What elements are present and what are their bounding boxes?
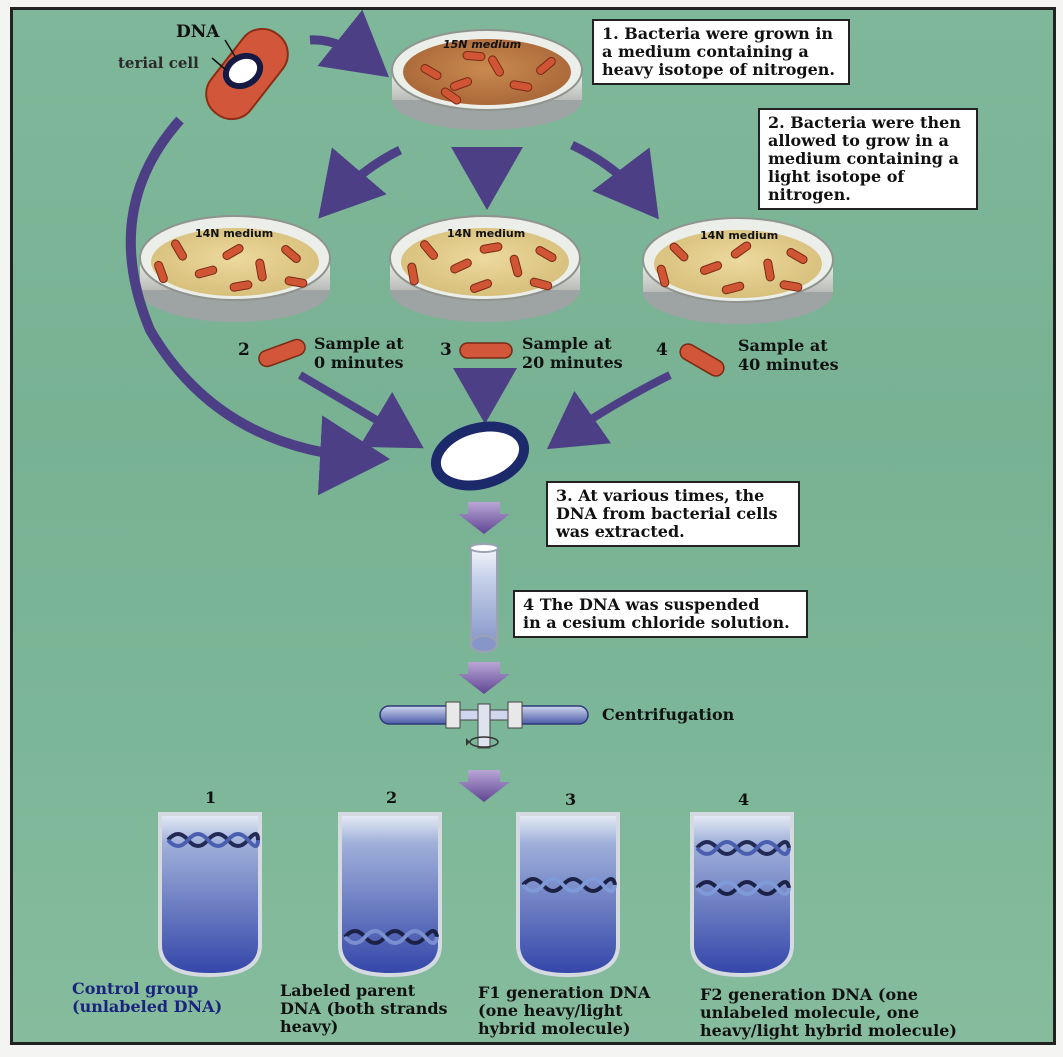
caption-line: F2 generation DNA (one xyxy=(700,985,918,1004)
caption-line: heavy/light hybrid molecule) xyxy=(700,1021,957,1040)
step1-line: a medium containing a xyxy=(602,42,809,61)
step3-line: was extracted. xyxy=(556,522,685,541)
caption-line: (unlabeled DNA) xyxy=(72,997,223,1016)
arrow-cell-to-dish xyxy=(309,9,390,78)
step2-line: allowed to grow in a xyxy=(768,131,949,150)
sample1-line: 0 minutes xyxy=(314,353,404,372)
arrow-sample1-to-dna xyxy=(297,371,424,449)
step4-line: 4 The DNA was suspended xyxy=(523,595,760,614)
sample2-line: Sample at xyxy=(522,334,612,353)
arrow-cell-to-dna xyxy=(125,116,390,496)
test-tube-1 xyxy=(158,812,262,978)
caption-line: (one heavy/light xyxy=(478,1001,623,1020)
down-arrow-1 xyxy=(458,502,510,534)
dna-ring xyxy=(430,421,530,491)
centrifugation-label: Centrifugation xyxy=(602,705,735,724)
step4-box: 4 The DNA was suspended in a cesium chlo… xyxy=(513,590,808,638)
step3-box: 3. At various times, the DNA from bacter… xyxy=(546,481,800,547)
light-medium-label-2: 14N medium xyxy=(447,227,526,240)
sample3-line: Sample at xyxy=(738,336,828,355)
caption-line: F1 generation DNA xyxy=(478,983,651,1002)
caption-line: Labeled parent xyxy=(280,981,416,1000)
sample2-line: 20 minutes xyxy=(522,353,623,372)
dna-band-tube1 xyxy=(166,832,260,848)
step1-line: 1. Bacteria were grown in xyxy=(602,24,834,43)
step2-line: medium containing a xyxy=(768,149,959,168)
sample-bacterium-3 xyxy=(679,343,725,377)
bacteria-in-light-dishes xyxy=(154,239,808,295)
bacterial-cell-label: terial cell xyxy=(118,54,199,72)
sample1-number: 2 xyxy=(238,340,250,360)
step2-line: 2. Bacteria were then xyxy=(768,113,961,132)
sample-bacterium-2 xyxy=(459,342,513,359)
tube1-caption: Control group (unlabeled DNA) xyxy=(72,980,222,1016)
step2-line: light isotope of xyxy=(768,167,905,186)
arrow-sample3-to-dna xyxy=(546,371,672,450)
dna-band-tube4-upper xyxy=(695,840,791,856)
tube4-caption: F2 generation DNA (one unlabeled molecul… xyxy=(700,986,957,1040)
step1-line: heavy isotope of nitrogen. xyxy=(602,60,835,79)
down-arrow-2 xyxy=(458,662,510,694)
sample3-label: Sample at 40 minutes xyxy=(738,336,839,374)
dna-band-tube2 xyxy=(343,929,439,945)
light-medium-label-1: 14N medium xyxy=(195,227,274,240)
step4-line: in a cesium chloride solution. xyxy=(523,613,790,632)
test-tube-2 xyxy=(338,812,442,978)
sample2-label: Sample at 20 minutes xyxy=(522,334,623,372)
dna-band-tube3 xyxy=(521,877,617,893)
step3-line: DNA from bacterial cells xyxy=(556,504,778,523)
caption-line: unlabeled molecule, one xyxy=(700,1003,920,1022)
tube2-caption: Labeled parent DNA (both strands heavy) xyxy=(280,982,448,1036)
step1-box: 1. Bacteria were grown in a medium conta… xyxy=(592,19,850,85)
step3-line: 3. At various times, the xyxy=(556,486,765,505)
cesium-chloride-tube xyxy=(469,543,499,653)
petri-dish-heavy xyxy=(391,29,583,130)
tube3-caption: F1 generation DNA (one heavy/light hybri… xyxy=(478,984,650,1038)
centrifuge-rotor xyxy=(379,701,589,749)
down-arrow-3 xyxy=(458,770,510,802)
bacterial-cell-icon xyxy=(205,27,289,121)
sample3-line: 40 minutes xyxy=(738,355,839,374)
arrow-to-dish-1 xyxy=(318,145,403,219)
step2-box: 2. Bacteria were then allowed to grow in… xyxy=(758,108,978,210)
caption-line: hybrid molecule) xyxy=(478,1019,631,1038)
caption-line: Control group xyxy=(72,979,199,998)
sample1-line: Sample at xyxy=(314,334,404,353)
dna-band-tube4-lower xyxy=(695,880,791,896)
tube1-number: 1 xyxy=(205,788,217,807)
step2-line: nitrogen. xyxy=(768,185,851,204)
tube4-number: 4 xyxy=(738,790,750,809)
caption-line: DNA (both strands xyxy=(280,999,448,1018)
dna-label: DNA xyxy=(176,22,220,42)
sample1-label: Sample at 0 minutes xyxy=(314,334,404,372)
sample3-number: 4 xyxy=(656,340,668,360)
heavy-medium-label: 15N medium xyxy=(443,38,522,51)
light-medium-label-3: 14N medium xyxy=(700,229,779,242)
arrow-to-dish-3 xyxy=(570,140,659,220)
caption-line: heavy) xyxy=(280,1017,339,1036)
tube2-number: 2 xyxy=(386,788,398,807)
sample-bacterium-1 xyxy=(258,338,306,368)
tube3-number: 3 xyxy=(565,790,577,809)
test-tube-3 xyxy=(516,812,620,978)
sample2-number: 3 xyxy=(440,340,452,360)
